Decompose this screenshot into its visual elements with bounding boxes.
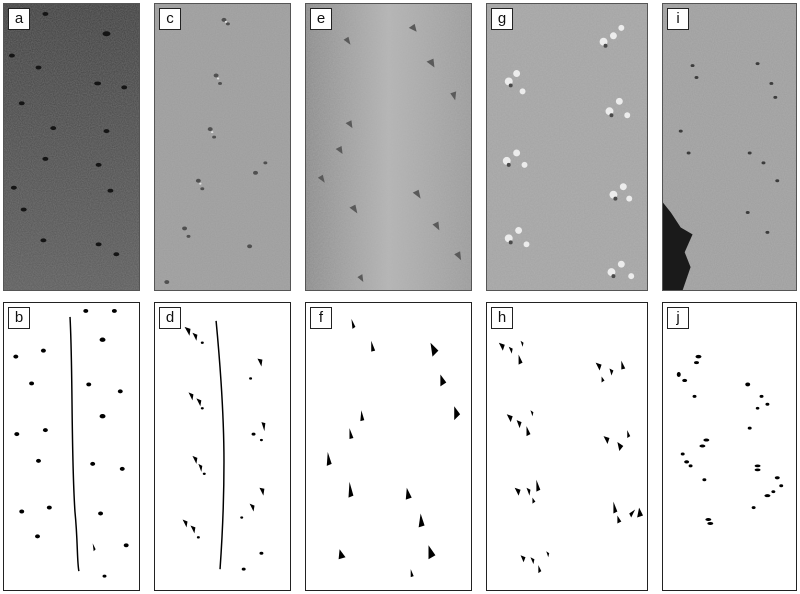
trackway-drawing-f: [326, 318, 461, 578]
trackway-photo-i: [663, 4, 796, 290]
trackway-photo-c: [155, 4, 290, 290]
drawing-panel-d: d: [154, 302, 291, 591]
photo-panel-g: g: [486, 3, 648, 291]
drawing-panel-h: h: [486, 302, 648, 591]
panel-label-c: c: [159, 8, 181, 30]
trackway-drawing-b: [13, 308, 129, 578]
panel-label-f: f: [310, 307, 332, 329]
drawing-panel-j: j: [662, 302, 797, 591]
trackway-photo-e: [306, 4, 471, 290]
trackway-photo-g: [487, 4, 647, 290]
trackway-drawing-h: [498, 340, 644, 574]
panel-label-h: h: [491, 307, 513, 329]
panel-label-j: j: [667, 307, 689, 329]
trackway-drawing-d: [182, 320, 266, 571]
drawing-panel-b: b: [3, 302, 140, 591]
drawing-panel-f: f: [305, 302, 472, 591]
photo-panel-a: a: [3, 3, 140, 291]
panel-label-a: a: [8, 8, 30, 30]
photo-panel-c: c: [154, 3, 291, 291]
panel-label-e: e: [310, 8, 332, 30]
photo-panel-i: i: [662, 3, 797, 291]
panel-label-i: i: [667, 8, 689, 30]
panel-label-b: b: [8, 307, 30, 329]
trackway-drawing-j: [676, 354, 784, 525]
panel-label-g: g: [491, 8, 513, 30]
panel-label-d: d: [159, 307, 181, 329]
trackway-photo-a: [4, 4, 139, 290]
photo-panel-e: e: [305, 3, 472, 291]
